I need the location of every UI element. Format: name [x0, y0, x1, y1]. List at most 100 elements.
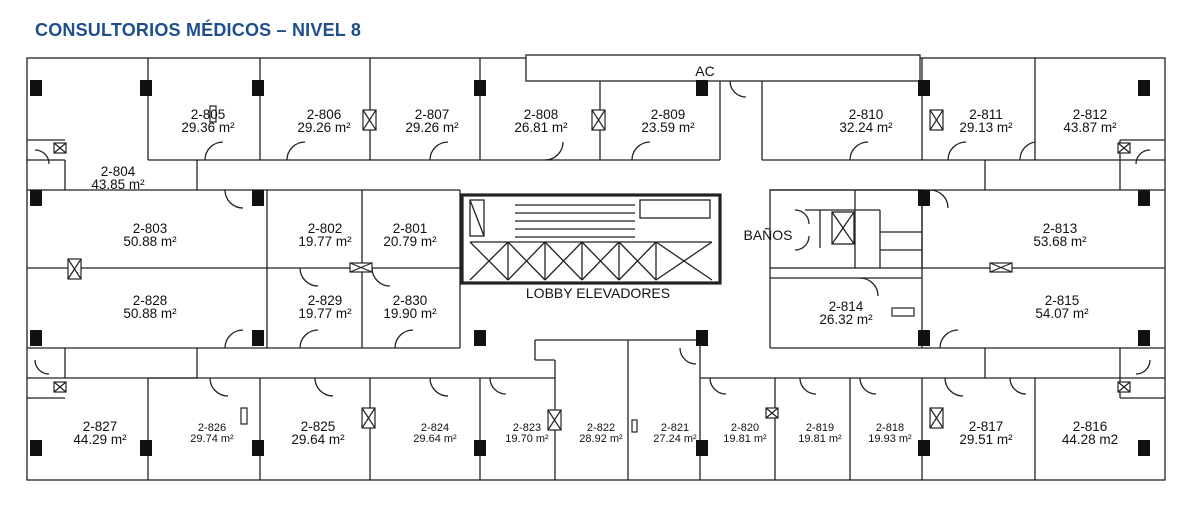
room-area: 29.64 m²	[291, 432, 345, 447]
room-area: 27.24 m²	[653, 433, 697, 445]
room-number: 2-830	[393, 293, 428, 308]
room-area: 54.07 m²	[1035, 306, 1089, 321]
room-number: 2-807	[415, 107, 450, 122]
room-area: 32.24 m²	[839, 120, 893, 135]
room-area: 23.59 m²	[641, 120, 695, 135]
room-number: 2-801	[393, 221, 428, 236]
room-area: 29.51 m²	[959, 432, 1013, 447]
room-number: 2-814	[829, 299, 864, 314]
room-area: 43.85 m²	[91, 177, 145, 192]
room-area: 44.28 m2	[1062, 432, 1118, 447]
room-area: 50.88 m²	[123, 234, 177, 249]
room-area: 53.68 m²	[1033, 234, 1087, 249]
room-area: 19.77 m²	[298, 234, 352, 249]
lobby-label: LOBBY ELEVADORES	[526, 285, 670, 301]
room-number: 2-822	[587, 422, 615, 434]
room-number: 2-827	[83, 419, 118, 434]
room-area: 19.70 m²	[505, 433, 549, 445]
room-number: 2-820	[731, 422, 759, 434]
page-title: CONSULTORIOS MÉDICOS – NIVEL 8	[35, 20, 362, 40]
room-number: 2-809	[651, 107, 686, 122]
room-number: 2-826	[198, 422, 226, 434]
room-area: 29.26 m²	[297, 120, 351, 135]
room-area: 29.26 m²	[405, 120, 459, 135]
room-area: 19.81 m²	[798, 433, 842, 445]
room-area: 19.77 m²	[298, 306, 352, 321]
structural-columns	[30, 80, 1150, 456]
room-number: 2-806	[307, 107, 342, 122]
room-area: 26.32 m²	[819, 312, 873, 327]
room-area: 43.87 m²	[1063, 120, 1117, 135]
room-area: 28.92 m²	[579, 433, 623, 445]
room-area: 29.36 m²	[181, 120, 235, 135]
room-number: 2-821	[661, 422, 689, 434]
elevator-core	[460, 193, 722, 285]
room-number: 2-811	[969, 107, 1003, 122]
room-number: 2-802	[308, 221, 343, 236]
room-number: 2-803	[133, 221, 168, 236]
ac-label: AC	[695, 63, 714, 79]
shafts	[53, 105, 1131, 433]
room-number: 2-828	[133, 293, 168, 308]
room-number: 2-813	[1043, 221, 1078, 236]
room-number: 2-818	[876, 422, 904, 434]
room-area: 20.79 m²	[383, 234, 437, 249]
room-area: 44.29 m²	[73, 432, 127, 447]
room-number: 2-823	[513, 422, 541, 434]
ac-zone	[525, 54, 921, 82]
room-area: 29.13 m²	[959, 120, 1013, 135]
banos-label: BAÑOS	[743, 227, 792, 243]
room-area: 19.93 m²	[868, 433, 912, 445]
room-area: 29.64 m²	[413, 433, 457, 445]
room-number: 2-810	[849, 107, 884, 122]
room-area: 50.88 m²	[123, 306, 177, 321]
room-number: 2-812	[1073, 107, 1108, 122]
room-number: 2-817	[969, 419, 1004, 434]
room-number: 2-804	[101, 164, 136, 179]
room-number: 2-805	[191, 107, 226, 122]
room-area: 26.81 m²	[514, 120, 568, 135]
room-area: 19.81 m²	[723, 433, 767, 445]
room-number: 2-825	[301, 419, 336, 434]
room-number: 2-824	[421, 422, 449, 434]
room-number: 2-815	[1045, 293, 1080, 308]
room-number: 2-808	[524, 107, 559, 122]
room-area: 29.74 m²	[190, 433, 234, 445]
room-number: 2-816	[1073, 419, 1108, 434]
room-area: 19.90 m²	[383, 306, 437, 321]
room-number: 2-819	[806, 422, 834, 434]
room-number: 2-829	[308, 293, 343, 308]
